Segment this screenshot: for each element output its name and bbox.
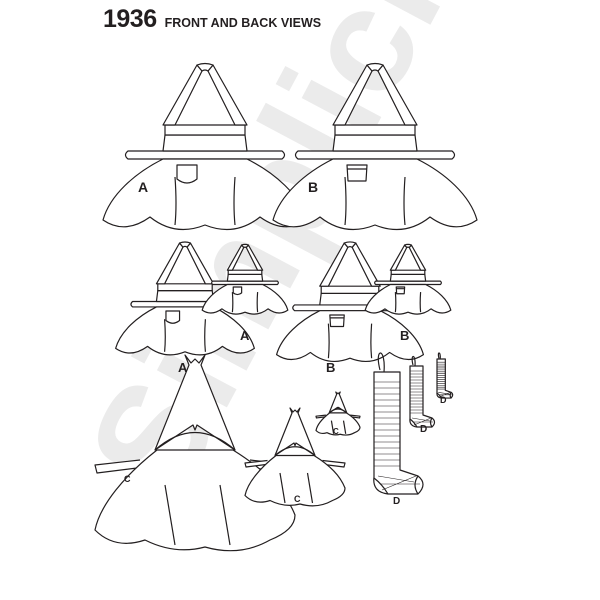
apron-tie [212, 281, 279, 284]
page-title: FRONT AND BACK VIEWS [164, 16, 322, 30]
apron-halter-strap [390, 245, 425, 270]
hanging-loop [412, 356, 415, 366]
apron-neck [180, 242, 191, 247]
skirt-fold-line [232, 292, 257, 312]
stocking-foot-pattern [412, 418, 433, 425]
hanging-loop [438, 353, 440, 359]
apron-tie [126, 151, 285, 159]
apron-drawing [103, 64, 307, 230]
skirt-fold-line [331, 421, 345, 434]
apron-skirt [202, 284, 288, 314]
apron-skirt [277, 311, 424, 362]
header: 1936 FRONT AND BACK VIEWS [103, 5, 321, 34]
stocking-drawing [374, 353, 423, 494]
skirt-fold-line [395, 292, 420, 312]
apron-neck [197, 64, 213, 72]
apron-bodice-lower [390, 274, 425, 281]
bib-edge [275, 447, 315, 456]
view-label-c: C [333, 427, 339, 436]
view-label-b: B [308, 179, 318, 195]
apron-tie [296, 151, 455, 159]
view-label-d: D [420, 424, 427, 435]
apron-pocket [177, 165, 197, 183]
hanging-loop [378, 353, 384, 372]
heel-toe [437, 392, 451, 398]
apron-pocket [347, 165, 367, 181]
apron-neck [405, 244, 412, 247]
view-label-d: D [440, 395, 447, 405]
apron-halter-strap [163, 65, 247, 125]
skirt-fold-line [345, 177, 405, 225]
skirt-fold-line [165, 319, 206, 352]
heel-toe [374, 476, 418, 494]
apron-drawing [273, 64, 477, 230]
view-label-b: B [400, 328, 409, 343]
stocking-stripes [437, 362, 445, 389]
skirt-fold-line [175, 177, 235, 225]
view-label-d: D [393, 496, 400, 507]
apron-waistband [228, 270, 262, 274]
apron-waistband [158, 284, 212, 291]
apron-skirt [116, 307, 255, 355]
apron-pocket [233, 287, 241, 295]
view-label-a: A [138, 179, 148, 195]
apron-pocket [166, 311, 180, 323]
stocking-stripes [410, 371, 423, 413]
apron-c-drawing [316, 392, 360, 435]
view-label-a: A [178, 360, 188, 375]
apron-c-drawing [95, 355, 295, 551]
apron-waistband [321, 286, 379, 293]
skirt-fold-line [328, 324, 371, 359]
stocking-foot-pattern [378, 476, 420, 490]
apron-halter-bib [275, 408, 315, 456]
apron-drawing [202, 244, 288, 314]
view-label-c: C [124, 474, 131, 484]
apron-pocket [396, 287, 404, 294]
stocking-drawing [437, 353, 453, 398]
apron-drawing [365, 244, 451, 314]
apron-neck [367, 64, 383, 72]
apron-skirt [245, 456, 345, 506]
view-label-b: B [326, 360, 335, 375]
apron-tie [375, 281, 442, 284]
apron-c-drawing [245, 408, 345, 506]
apron-skirt [316, 413, 360, 435]
view-label-a: A [240, 328, 250, 343]
apron-waistband [165, 125, 245, 135]
bib-edge [329, 409, 347, 413]
view-label-c: C [294, 494, 301, 504]
skirt-fold-line [165, 485, 230, 545]
stocking-drawing [410, 356, 435, 427]
apron-drawing [277, 242, 424, 362]
heel-toe [410, 418, 432, 427]
apron-neck [344, 242, 356, 247]
apron-waistband [335, 125, 415, 135]
apron-bodice-lower [333, 135, 417, 151]
bib-edge [155, 433, 235, 451]
apron-drawing [116, 242, 255, 355]
apron-bodice-lower [156, 291, 213, 302]
skirt-fold-line [280, 473, 313, 503]
apron-bodice-lower [163, 135, 247, 151]
apron-waistband [391, 270, 425, 274]
apron-neck [242, 244, 249, 247]
stocking-stripes [374, 382, 400, 466]
apron-bodice-lower [227, 274, 262, 281]
apron-skirt [365, 284, 451, 314]
apron-skirt [95, 450, 295, 551]
apron-halter-bib [329, 392, 347, 413]
pattern-number: 1936 [103, 5, 157, 33]
apron-skirt [273, 159, 477, 230]
apron-pocket [330, 315, 344, 327]
